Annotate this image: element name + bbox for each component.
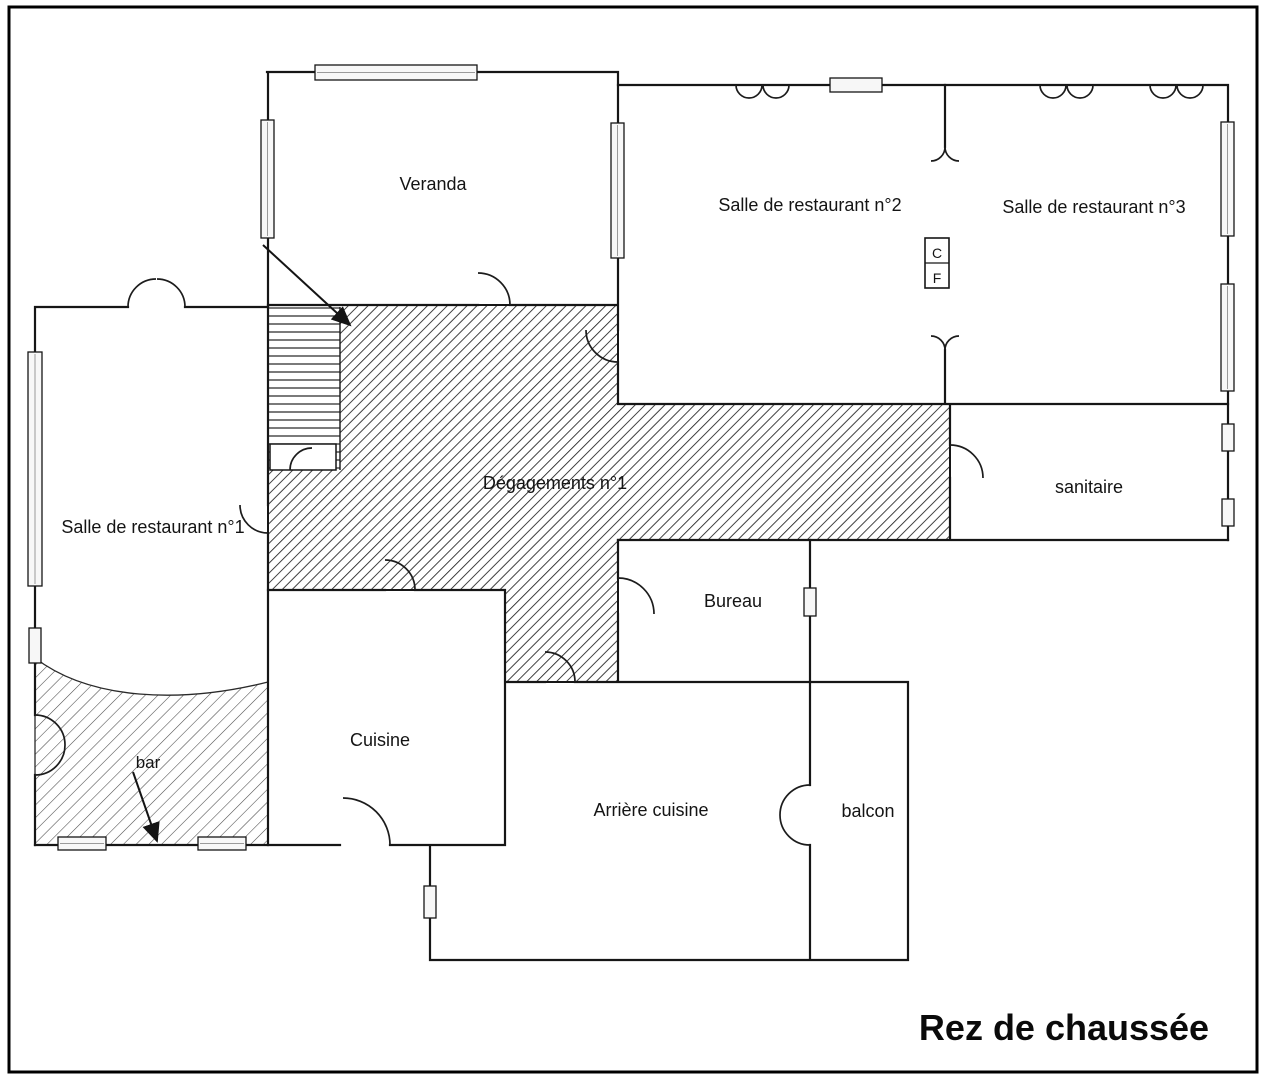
windows xyxy=(27,64,1235,919)
window xyxy=(1221,498,1235,527)
window xyxy=(423,885,437,919)
door-arc xyxy=(779,784,811,846)
floor-title: Rez de chaussée xyxy=(919,1007,1209,1048)
room-label-balcon: balcon xyxy=(841,801,894,821)
plan-border-frame xyxy=(7,5,1259,1074)
fire-door-label-c: C xyxy=(932,245,942,261)
door-arc xyxy=(477,272,511,306)
door-arc xyxy=(127,278,157,308)
room-label-bureau: Bureau xyxy=(704,591,762,611)
window xyxy=(803,587,817,617)
doors xyxy=(34,84,1204,846)
fire-door-box: C F xyxy=(924,237,950,289)
fire-door-label-f: F xyxy=(933,270,942,286)
stairs-arrow xyxy=(262,244,352,327)
door-arc xyxy=(949,444,984,479)
room-label-sanitaire: sanitaire xyxy=(1055,477,1123,497)
casement-window-arcs xyxy=(735,84,1204,99)
room-label-veranda: Veranda xyxy=(399,174,467,194)
door-arc xyxy=(34,714,66,776)
room-label-degagements: Dégagements n°1 xyxy=(483,473,627,493)
window xyxy=(28,627,42,664)
door-arc xyxy=(544,651,576,683)
bar-hatched-area xyxy=(34,656,269,846)
window xyxy=(829,77,883,93)
door-arc xyxy=(617,577,655,615)
window xyxy=(1221,423,1235,452)
walls xyxy=(33,70,1230,962)
door-arc xyxy=(384,559,416,591)
door-arc xyxy=(239,504,269,534)
room-label-salle-restaurant-2: Salle de restaurant n°2 xyxy=(718,195,901,215)
door-arc xyxy=(342,797,391,846)
room-label-cuisine: Cuisine xyxy=(350,730,410,750)
room-label-arriere-cuisine: Arrière cuisine xyxy=(593,800,708,820)
room-label-salle-restaurant-3: Salle de restaurant n°3 xyxy=(1002,197,1185,217)
room-labels: Veranda Salle de restaurant n°2 Salle de… xyxy=(61,174,1185,821)
room-label-bar: bar xyxy=(136,753,161,772)
door-arc xyxy=(585,329,619,363)
staircase-hatched-area xyxy=(268,306,340,470)
staircase-landing-box xyxy=(269,443,337,471)
room-label-salle-restaurant-1: Salle de restaurant n°1 xyxy=(61,517,244,537)
partition-opening-arcs xyxy=(930,146,960,351)
staircase-door-arc xyxy=(289,447,313,471)
window-glazing-lines xyxy=(34,72,1228,844)
door-arc xyxy=(156,278,186,308)
bar-arrow xyxy=(132,771,160,843)
